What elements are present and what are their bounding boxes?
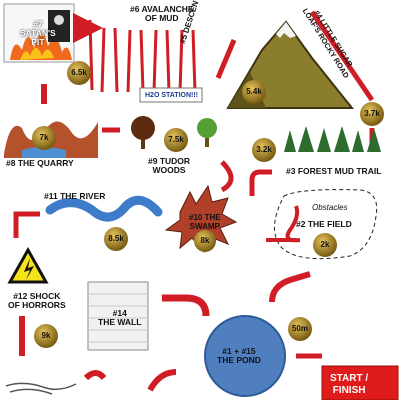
shock-sign [7, 246, 49, 284]
station-label-swamp: #10 THE SWAMP [189, 213, 221, 231]
arrow-bottom-mid [147, 369, 177, 392]
station-label-pond: #1 + #15 THE POND [217, 346, 261, 365]
distance-label: 8k [200, 236, 210, 245]
satans-pit-illustration [3, 3, 75, 63]
distance-label: 7.5k [168, 135, 184, 144]
distance-label: 3.7k [364, 109, 380, 118]
arrow-pond-to-field [269, 271, 311, 303]
start-finish-box [321, 365, 399, 400]
tudor-trees [131, 116, 217, 149]
river-illustration [45, 195, 163, 222]
pond-circle [204, 315, 286, 397]
station-label-satans-pit: #7 SATAN'S PIT [20, 19, 56, 47]
station-label-field: #2 THE FIELD [296, 219, 352, 229]
obstacles-label: Obstacles [312, 203, 348, 212]
forest-trees [284, 126, 381, 152]
arrow-forest [249, 169, 272, 196]
arrow-sugarloaf [309, 10, 375, 102]
h2o-station-box [139, 87, 203, 103]
distance-label: 6.5k [71, 68, 87, 77]
station-label-tudor: #9 TUDOR WOODS [148, 156, 191, 175]
barbed-wire [5, 382, 77, 395]
avalanche-arrows [88, 19, 197, 93]
distance-label: 8.5k [108, 234, 124, 243]
arrow-river-to-shock [13, 211, 40, 238]
start-finish-label: START / FINISH [330, 373, 369, 396]
distance-label: 5.4k [246, 87, 262, 96]
field-loop [266, 189, 378, 260]
station-label-shock: #12 SHOCK OF HORRORS [8, 291, 66, 310]
swamp-burst [164, 184, 238, 254]
distance-label: 7k [39, 133, 49, 142]
arrow-descent [215, 39, 237, 79]
wall-illustration [87, 281, 149, 351]
distance-label: 50m [291, 324, 308, 333]
arrow-tudor-to-swamp [220, 160, 234, 193]
distance-label: 2k [320, 240, 330, 249]
distance-label: 3.2k [256, 145, 272, 154]
distance-badges [32, 61, 384, 348]
station-label-forest: #3 FOREST MUD TRAIL [286, 166, 382, 176]
station-label-wall: #14 THE WALL [98, 308, 142, 327]
station-label-avalanche: #6 AVALANCHE OF MUD [130, 4, 194, 23]
arrow-to-pond [162, 294, 210, 317]
h2o-station-label: H2O STATION!!! [145, 92, 199, 99]
station-label-quarry: #8 THE QUARRY [6, 158, 74, 168]
distance-label: 9k [41, 331, 51, 340]
wall-bricks [88, 293, 148, 343]
station-label-river: #11 THE RIVER [44, 191, 106, 201]
arrow-bottom-left [83, 370, 107, 381]
